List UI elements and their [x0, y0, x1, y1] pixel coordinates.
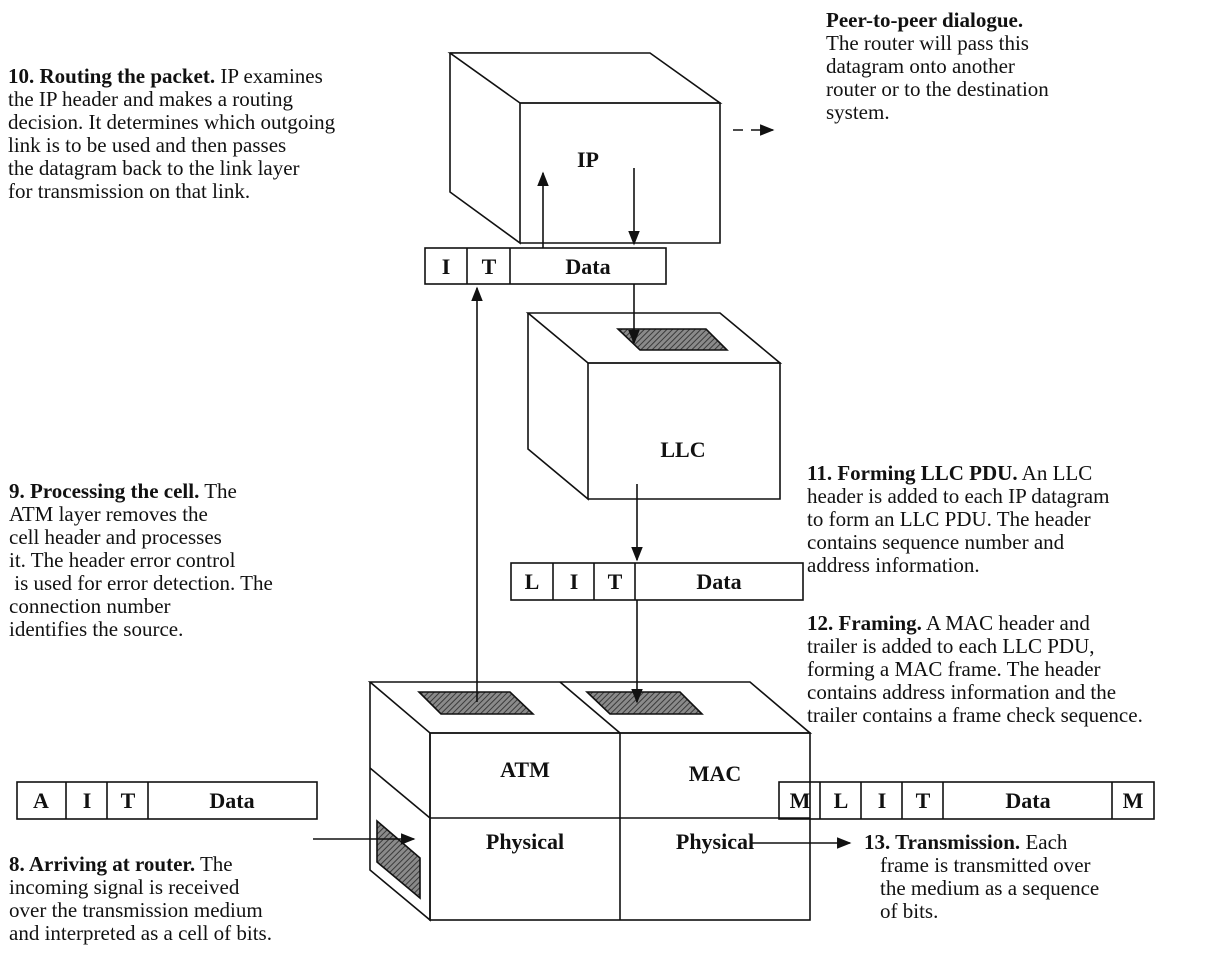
note-framing-line: trailer contains a frame check sequence.: [807, 703, 1143, 727]
note-routing-line: link is to be used and then passes: [8, 133, 287, 157]
note-peer-line: datagram onto another: [826, 54, 1015, 78]
note-llc-form-line: header is added to each IP datagram: [807, 484, 1110, 508]
note-framing-line: trailer is added to each LLC PDU,: [807, 634, 1095, 658]
note-transmission-line: frame is transmitted over: [880, 853, 1091, 877]
note-processing-line: connection number: [9, 594, 171, 618]
llc-pdu-field-i: I: [570, 569, 579, 594]
note-arriving-title: 8. Arriving at router.: [9, 852, 196, 876]
note-llc-form: 11. Forming LLC PDU. An LLC header is ad…: [807, 462, 1109, 577]
atm-cell-field-a: A: [33, 788, 49, 813]
ip-box: [447, 52, 723, 245]
note-peer-line: The router will pass this: [826, 31, 1029, 55]
note-arriving-line: The: [195, 852, 233, 876]
mac-frame-field-m-trailer: M: [1123, 788, 1144, 813]
note-framing-line: A MAC header and: [921, 611, 1090, 635]
physical-right-label: Physical: [676, 829, 754, 854]
note-routing-line: decision. It determines which outgoing: [8, 110, 336, 134]
note-routing-line: the datagram back to the link layer: [8, 156, 300, 180]
atm-port-hatch: [417, 691, 535, 715]
mac-port-hatch: [585, 691, 704, 715]
mac-frame-field-m-header: M: [790, 788, 811, 813]
note-routing-line: IP examines: [215, 64, 323, 88]
ip-pdu-field-data: Data: [565, 254, 610, 279]
atm-cell-field-data: Data: [209, 788, 254, 813]
note-processing-line: cell header and processes: [9, 525, 222, 549]
note-peer-line: system.: [826, 100, 890, 124]
note-routing: 10. Routing the packet. IP examines the …: [8, 65, 335, 203]
note-arriving-line: incoming signal is received: [9, 875, 240, 899]
note-framing-line: contains address information and the: [807, 680, 1117, 704]
note-transmission-line: the medium as a sequence: [880, 876, 1100, 900]
mac-label: MAC: [689, 761, 742, 786]
mac-frame-field-t: T: [916, 788, 931, 813]
note-llc-form-title: 11. Forming LLC PDU.: [807, 461, 1018, 485]
ip-pdu-field-t: T: [482, 254, 497, 279]
atm-label: ATM: [500, 757, 550, 782]
mac-frame-bar: [778, 781, 1155, 820]
note-transmission: 13. Transmission. Each frame is transmit…: [864, 831, 1099, 923]
router-base-box: [367, 681, 813, 922]
atm-cell-field-t: T: [121, 788, 136, 813]
ip-label: IP: [577, 147, 599, 172]
note-processing-line: identifies the source.: [9, 617, 184, 641]
mac-frame-field-i: I: [878, 788, 887, 813]
note-arriving: 8. Arriving at router. The incoming sign…: [9, 853, 272, 945]
note-routing-title: 10. Routing the packet.: [8, 64, 216, 88]
note-framing-line: forming a MAC frame. The header: [807, 657, 1101, 681]
note-transmission-title: 13. Transmission.: [864, 830, 1021, 854]
note-peer-title: Peer-to-peer dialogue.: [826, 8, 1024, 32]
llc-pdu-field-l: L: [525, 569, 540, 594]
note-llc-form-line: address information.: [807, 553, 980, 577]
atm-cell-field-i: I: [83, 788, 92, 813]
llc-pdu-field-t: T: [608, 569, 623, 594]
note-processing-line: ATM layer removes the: [9, 502, 208, 526]
llc-box: [525, 312, 783, 501]
mac-frame-field-l: L: [834, 788, 849, 813]
note-llc-form-line: contains sequence number and: [807, 530, 1065, 554]
physical-port-hatch: [376, 819, 421, 900]
ip-pdu-bar: [424, 247, 667, 285]
llc-pdu-field-data: Data: [696, 569, 741, 594]
llc-pdu-bar: [510, 562, 804, 601]
note-peer-line: router or to the destination: [826, 77, 1049, 101]
note-processing-line: is used for error detection. The: [9, 571, 273, 595]
ip-pdu-field-i: I: [442, 254, 451, 279]
note-processing-line: The: [199, 479, 237, 503]
note-processing-title: 9. Processing the cell.: [9, 479, 200, 503]
physical-left-label: Physical: [486, 829, 564, 854]
note-processing: 9. Processing the cell. The ATM layer re…: [9, 480, 273, 641]
note-llc-form-line: to form an LLC PDU. The header: [807, 507, 1091, 531]
llc-label: LLC: [660, 437, 705, 462]
note-arriving-line: and interpreted as a cell of bits.: [9, 921, 272, 945]
note-transmission-line: of bits.: [880, 899, 939, 923]
atm-cell-bar: [16, 781, 318, 820]
note-arriving-line: over the transmission medium: [9, 898, 263, 922]
note-processing-line: it. The header error control: [9, 548, 236, 572]
note-llc-form-line: An LLC: [1017, 461, 1093, 485]
note-transmission-line: Each: [1020, 830, 1068, 854]
note-peer: Peer-to-peer dialogue. The router will p…: [826, 9, 1049, 124]
note-framing-title: 12. Framing.: [807, 611, 922, 635]
note-routing-line: the IP header and makes a routing: [8, 87, 293, 111]
note-routing-line: for transmission on that link.: [8, 179, 251, 203]
note-framing: 12. Framing. A MAC header and trailer is…: [807, 612, 1143, 727]
mac-frame-field-data: Data: [1005, 788, 1050, 813]
